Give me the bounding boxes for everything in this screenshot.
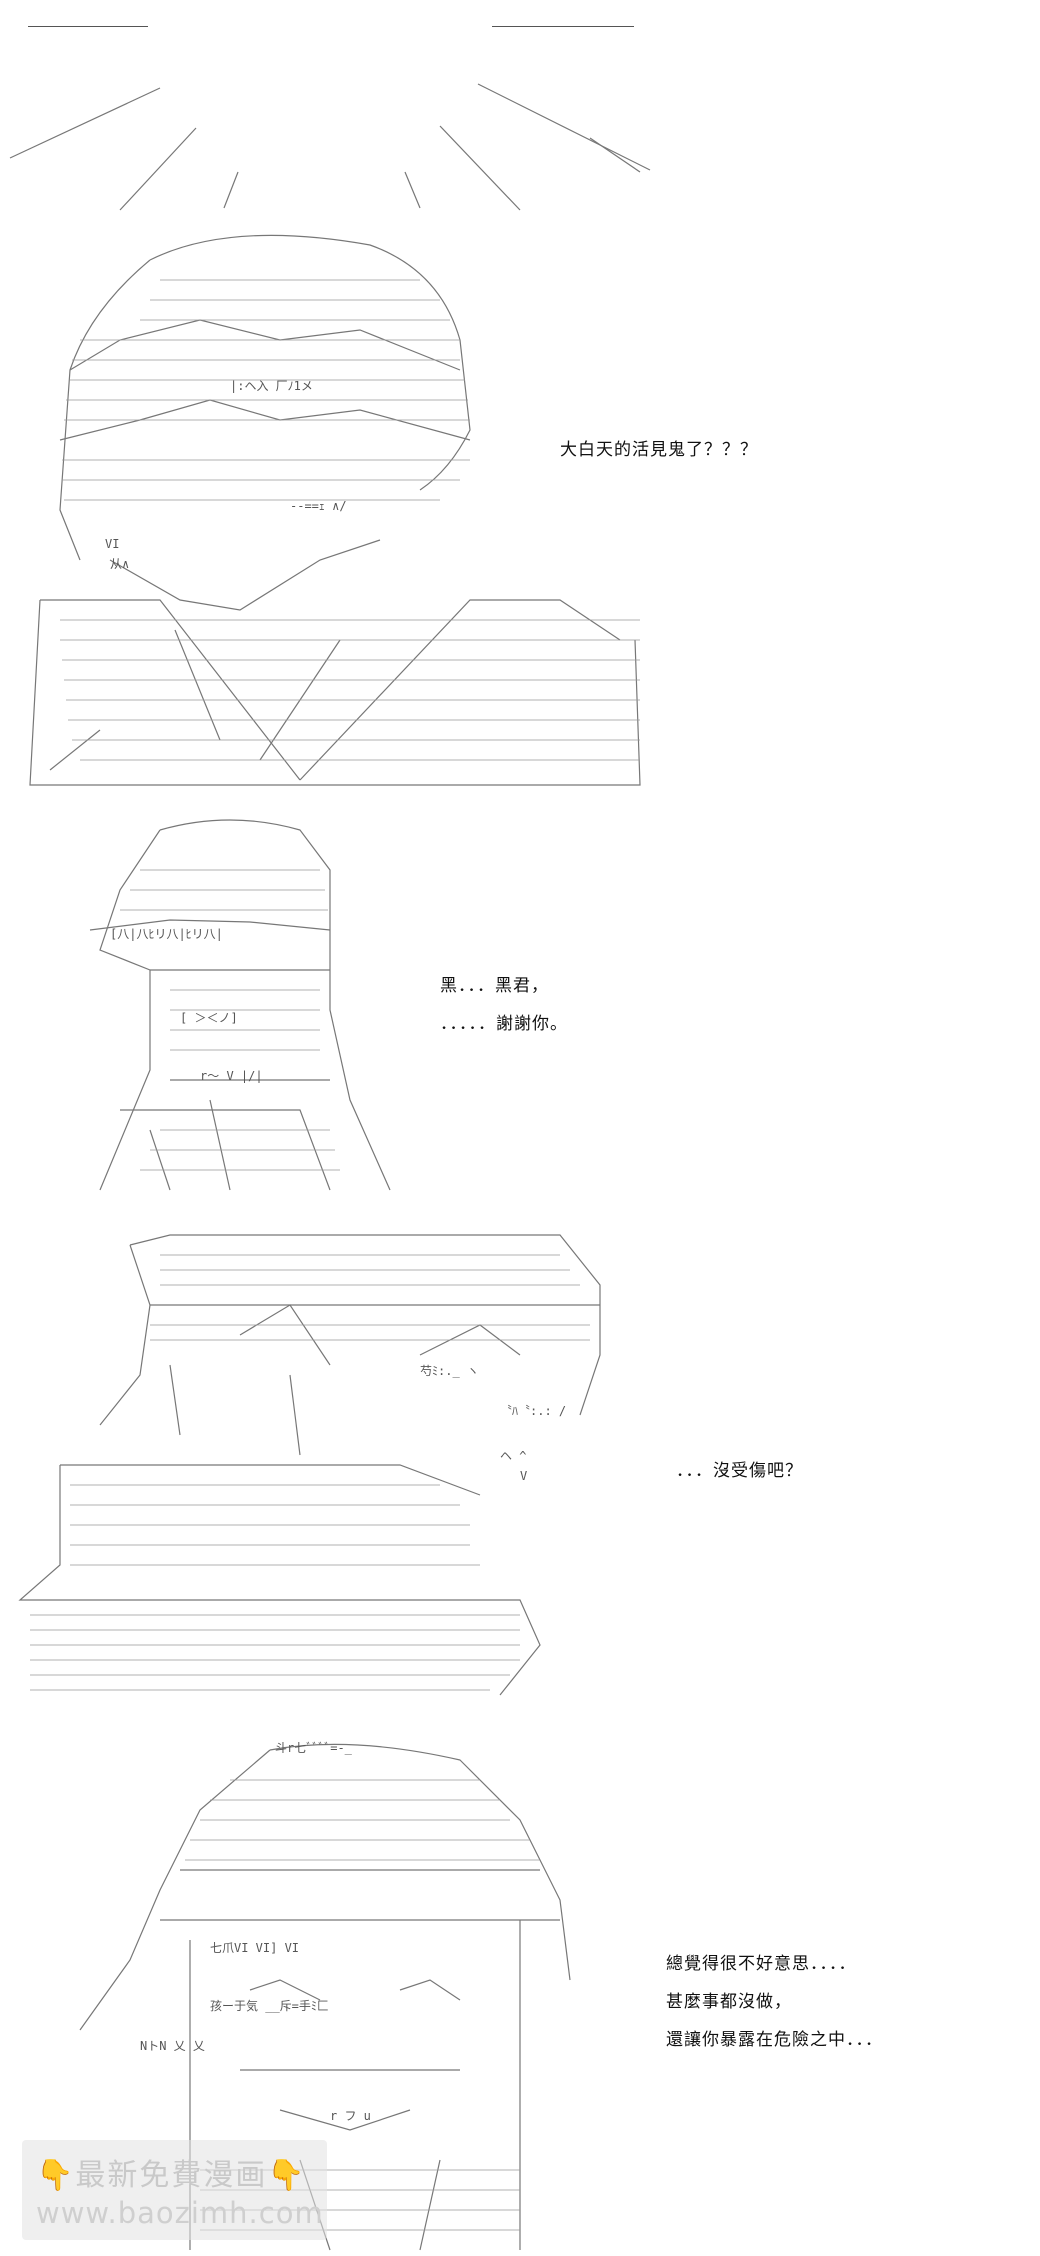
dialogue-panel-2: 黑．．．黑君， ．．．．．謝謝你。: [440, 978, 568, 1054]
svg-text:r～ V |/|: r～ V |/|: [200, 1069, 263, 1083]
ascii-art-figure-2: [八|八ﾋリ八|ﾋリ八| [ ＞＜ノ] r～ V |/|: [89, 819, 391, 1191]
svg-text:从∧: 从∧: [110, 557, 129, 571]
svg-text:斗r七ﾞﾞﾞﾞ=-_: 斗r七ﾞﾞﾞﾞ=-_: [275, 1741, 353, 1755]
site-watermark: 👇最新免費漫画👇 www.baozimh.com: [22, 2140, 327, 2240]
svg-text:|:ヘ入 厂ﾉ1メ: |:ヘ入 厂ﾉ1メ: [230, 379, 313, 393]
panel-1: |:ヘ入 厂ﾉ1メ --==ｪ ∧/ VI 从∧ 大白天的活見鬼了？？？: [0, 40, 1040, 800]
svg-text:〝ﾊ〝:.: /: 〝ﾊ〝:.: /: [500, 1404, 566, 1418]
top-rule-left: [28, 26, 148, 27]
dialogue-panel-3: ．．．沒受傷吧？: [676, 1463, 803, 1501]
svg-text:孩ー于気 __斥=手ﾐ匚: 孩ー于気 __斥=手ﾐ匚: [210, 1998, 329, 2013]
panel-3: 芍ﾐ:._ ヽ 〝ﾊ〝:.: / ヘ ^ V ．．．沒受傷吧？: [0, 1215, 1040, 1715]
panel-2: [八|八ﾋリ八|ﾋリ八| [ ＞＜ノ] r～ V |/| 黑．．．黑君， ．．．…: [0, 810, 1040, 1200]
watermark-title: 👇最新免費漫画👇: [36, 2150, 307, 2194]
pointing-down-icon: 👇: [36, 2158, 76, 2193]
ascii-art-figure-3: 芍ﾐ:._ ヽ 〝ﾊ〝:.: / ヘ ^ V: [18, 1234, 601, 1696]
dialogue-line: ．．．沒受傷吧？: [676, 1461, 803, 1481]
svg-text:NトN 乂 乂: NトN 乂 乂: [140, 2039, 205, 2053]
svg-text:[ ＞＜ノ]: [ ＞＜ノ]: [180, 1011, 238, 1025]
svg-text:V: V: [520, 1469, 527, 1483]
svg-text:--==ｪ ∧/: --==ｪ ∧/: [290, 499, 347, 513]
dialogue-line: 總覺得很不好意思．．．．: [666, 1954, 857, 1974]
svg-text:VI: VI: [105, 537, 119, 551]
svg-text:ヘ ^: ヘ ^: [500, 1449, 526, 1463]
dialogue-line: ．．．．．謝謝你。: [440, 1014, 568, 1034]
svg-text:七爪VI VI] VI: 七爪VI VI] VI: [210, 1941, 299, 1955]
dialogue-panel-4: 總覺得很不好意思．．．． 甚麼事都沒做， 還讓你暴露在危險之中．．．: [666, 1956, 883, 2070]
dialogue-line: 黑．．．黑君，: [440, 976, 549, 996]
watermark-text: 最新免費漫画: [75, 2158, 268, 2193]
panel-4: 斗r七ﾞﾞﾞﾞ=-_ 七爪VI VI] VI 孩ー于気 __斥=手ﾐ匚 NトN …: [0, 1730, 1040, 2256]
pointing-down-icon: 👇: [267, 2158, 307, 2193]
svg-text:r フ u: r フ u: [330, 2109, 371, 2123]
svg-text:芍ﾐ:._ ヽ: 芍ﾐ:._ ヽ: [420, 1364, 479, 1378]
dialogue-line: 大白天的活見鬼了？？？: [560, 440, 758, 460]
dialogue-panel-1: 大白天的活見鬼了？？？: [560, 442, 758, 480]
ascii-art-figure-4: 斗r七ﾞﾞﾞﾞ=-_ 七爪VI VI] VI 孩ー于気 __斥=手ﾐ匚 NトN …: [79, 1741, 571, 2251]
top-rule-right: [492, 26, 634, 27]
dialogue-line: 還讓你暴露在危險之中．．．: [666, 2030, 883, 2050]
ascii-art-figure-1: |:ヘ入 厂ﾉ1メ --==ｪ ∧/ VI 从∧: [9, 83, 651, 786]
svg-text:[八|八ﾋリ八|ﾋリ八|: [八|八ﾋリ八|ﾋリ八|: [110, 927, 223, 941]
watermark-url: www.baozimh.com: [36, 2196, 324, 2230]
dialogue-line: 甚麼事都沒做，: [666, 1992, 792, 2012]
